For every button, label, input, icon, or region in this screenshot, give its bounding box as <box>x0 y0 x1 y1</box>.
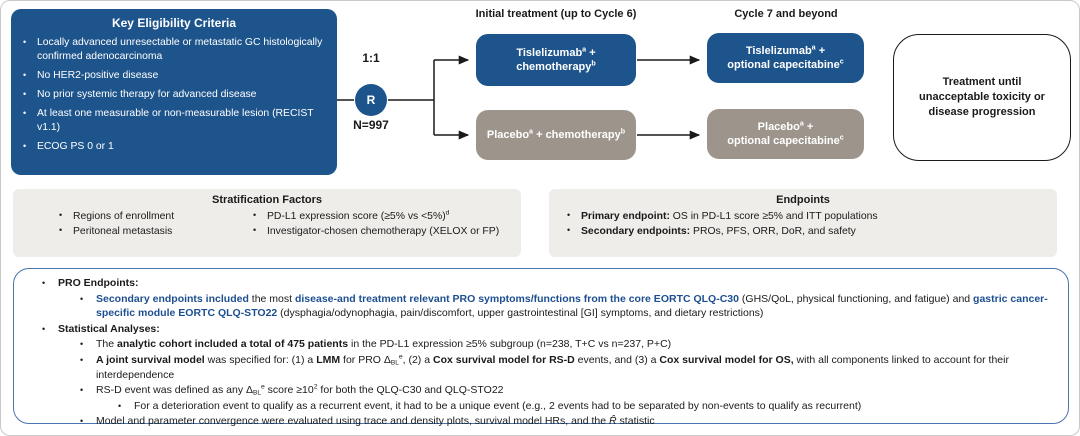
bullet-marker: • <box>59 225 63 236</box>
arm-label-line: chemotherapyb <box>516 59 596 73</box>
eligibility-item-text: ECOG PS 0 or 1 <box>37 141 114 153</box>
stratification-col2: • PD-L1 expression score (≥5% vs <5%)d •… <box>253 209 513 239</box>
pro-endpoints-header-text: PRO Endpoints: <box>58 277 139 289</box>
stratification-item-text: Regions of enrollment <box>73 211 175 222</box>
stratification-item-text: Peritoneal metastasis <box>73 226 173 238</box>
eligibility-item-text: No prior systemic therapy for advanced d… <box>37 89 257 101</box>
bullet-marker: • <box>23 108 27 119</box>
statistical-sub-item-text: For a deterioration event to qualify as … <box>134 399 862 412</box>
pro-endpoints-item-text: Secondary endpoints included the most di… <box>96 292 1048 320</box>
column-header-cycle7: Cycle 7 and beyond <box>734 8 838 20</box>
pro-endpoints-header: • PRO Endpoints: <box>14 276 1060 291</box>
arm-label-line: Placeboa + <box>757 119 814 133</box>
statistical-analyses-header: • Statistical Analyses: <box>14 322 1060 337</box>
bullet-marker: • <box>80 416 84 427</box>
bullet-marker: • <box>59 210 63 220</box>
eligibility-title: Key Eligibility Criteria <box>111 16 237 30</box>
endpoint-item: • Secondary endpoints: PROs, PFS, ORR, D… <box>567 224 1057 239</box>
stratification-item-text: PD-L1 expression score (≥5% vs <5%)d <box>267 209 450 222</box>
eligibility-item: • ECOG PS 0 or 1 <box>23 140 325 154</box>
column-header-initial-treatment: Initial treatment (up to Cycle 6) <box>475 8 637 20</box>
bullet-marker: • <box>23 37 27 47</box>
bullet-marker: • <box>80 339 84 350</box>
bullet-marker: • <box>253 225 257 236</box>
stratification-columns: • Regions of enrollment • Peritoneal met… <box>13 209 521 239</box>
randomization-circle: R <box>355 84 387 116</box>
statistical-item: • RS-D event was defined as any ΔBLe sco… <box>14 383 1060 398</box>
stratification-item: • Regions of enrollment <box>59 209 239 224</box>
eligibility-item-text: At least one measurable or non-measurabl… <box>37 108 314 134</box>
endpoint-item: • Primary endpoint: OS in PD-L1 score ≥5… <box>567 209 1057 224</box>
bullet-marker: • <box>80 385 84 396</box>
enrollment-count: N=997 <box>353 118 389 132</box>
statistical-item: • A joint survival model was specified f… <box>14 353 1060 382</box>
arm-box-placebo-cycle7: Placeboa + optional capecitabinec <box>707 109 864 159</box>
statistical-item-text: RS-D event was defined as any ΔBLe score… <box>96 383 504 397</box>
statistical-item-text: Model and parameter convergence were eva… <box>96 415 655 428</box>
endpoints-panel: Endpoints • Primary endpoint: OS in PD-L… <box>549 189 1057 257</box>
endpoints-list: • Primary endpoint: OS in PD-L1 score ≥5… <box>567 209 1057 239</box>
bullet-marker: • <box>118 400 122 411</box>
statistical-item-text: The analytic cohort included a total of … <box>96 338 672 351</box>
arm-label-line: optional capecitabinec <box>727 133 844 147</box>
bullet-marker: • <box>253 210 257 220</box>
eligibility-item: • No prior systemic therapy for advanced… <box>23 88 325 102</box>
statistical-item-text: A joint survival model was specified for… <box>96 353 1009 381</box>
pro-endpoints-item: • Secondary endpoints included the most … <box>14 292 1060 321</box>
stratification-item: • Investigator-chosen chemotherapy (XELO… <box>253 224 513 239</box>
eligibility-item-text: Locally advanced unresectable or metasta… <box>37 37 323 62</box>
endpoints-title: Endpoints <box>776 194 830 206</box>
arm-label-line: optional capecitabinec <box>727 57 844 71</box>
bullet-marker: • <box>567 210 571 220</box>
eligibility-panel: Key Eligibility Criteria • Locally advan… <box>11 9 337 175</box>
arm-label-line: Placeboa + chemotherapyb <box>486 127 626 141</box>
stratification-col1: • Regions of enrollment • Peritoneal met… <box>59 209 239 239</box>
treatment-duration-box: Treatment until unacceptable toxicity or… <box>893 34 1071 161</box>
eligibility-item: • At least one measurable or non-measura… <box>23 107 325 134</box>
arm-box-tislelizumab-cycle7: Tislelizumaba + optional capecitabinec <box>707 33 864 83</box>
stratification-item-text: Investigator-chosen chemotherapy (XELOX … <box>267 226 500 238</box>
treatment-duration-text: Treatment until unacceptable toxicity or… <box>919 76 1045 118</box>
statistical-analyses-header-text: Statistical Analyses: <box>58 322 160 335</box>
bullet-marker: • <box>80 354 84 365</box>
eligibility-item-text: No HER2-positive disease <box>37 69 159 81</box>
statistical-sub-item: • For a deterioration event to qualify a… <box>14 399 1060 414</box>
bullet-marker: • <box>23 141 27 152</box>
arm-box-tislelizumab-initial: Tislelizumaba + chemotherapyb <box>476 34 636 86</box>
stratification-item: • PD-L1 expression score (≥5% vs <5%)d <box>253 209 513 224</box>
bullet-marker: • <box>42 323 46 334</box>
bullet-marker: • <box>42 278 46 288</box>
pro-and-statistics-box: • PRO Endpoints: • Secondary endpoints i… <box>13 268 1069 427</box>
eligibility-item: • No HER2-positive disease <box>23 69 325 83</box>
endpoint-item-text: Primary endpoint: OS in PD-L1 score ≥5% … <box>581 211 878 222</box>
statistical-item: • The analytic cohort included a total o… <box>14 337 1060 352</box>
arm-box-placebo-initial: Placeboa + chemotherapyb <box>476 110 636 160</box>
bullet-marker: • <box>80 293 84 304</box>
endpoint-item-text: Secondary endpoints: PROs, PFS, ORR, DoR… <box>581 226 856 238</box>
stratification-item: • Peritoneal metastasis <box>59 224 239 239</box>
randomization-ratio: 1:1 <box>362 51 380 65</box>
bullet-marker: • <box>23 89 27 100</box>
stratification-panel: Stratification Factors • Regions of enro… <box>13 189 521 257</box>
bullet-marker: • <box>23 69 27 80</box>
stratification-title: Stratification Factors <box>211 194 323 206</box>
statistical-item: • Model and parameter convergence were e… <box>14 414 1060 429</box>
arm-label-line: Tislelizumaba + <box>745 43 826 57</box>
bullet-marker: • <box>567 225 571 236</box>
eligibility-item: • Locally advanced unresectable or metas… <box>23 36 325 63</box>
arm-label-line: Tislelizumaba + <box>516 45 596 59</box>
